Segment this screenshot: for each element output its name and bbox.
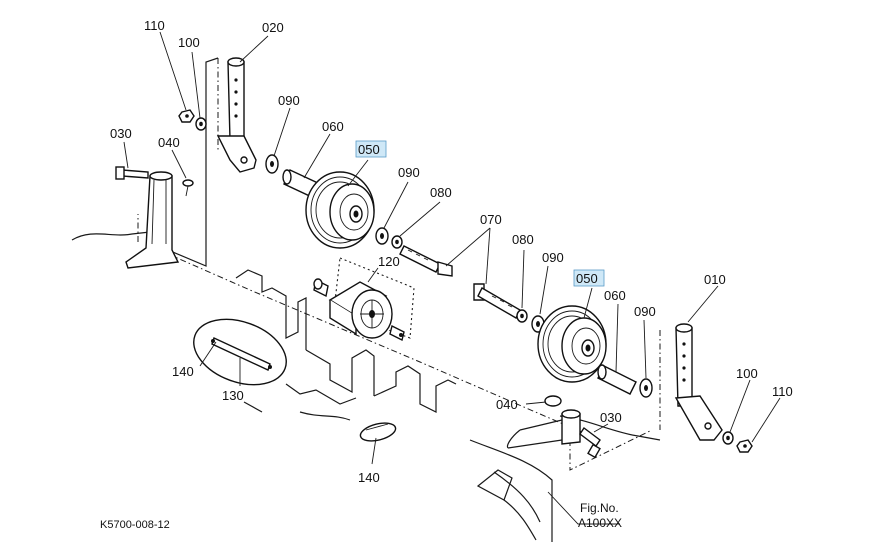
- left-pivot-bracket: [115, 166, 194, 269]
- callout-080-upper[interactable]: 080: [430, 185, 452, 200]
- callout-050-upper-highlight: [355, 140, 387, 158]
- callout-040-left[interactable]: 040: [158, 135, 180, 150]
- callout-120[interactable]: 120: [378, 254, 400, 269]
- callout-060-upper[interactable]: 060: [322, 119, 344, 134]
- callout-110-lower[interactable]: 110: [772, 384, 793, 399]
- callout-030-right[interactable]: 030: [600, 410, 622, 425]
- callout-050-lower[interactable]: 050: [576, 271, 598, 286]
- callout-090-lower-left[interactable]: 090: [542, 250, 564, 265]
- upper-fasteners: [178, 109, 207, 131]
- callout-050-upper[interactable]: 050: [358, 142, 380, 157]
- callout-040-right[interactable]: 040: [496, 397, 518, 412]
- callout-020[interactable]: 020: [262, 20, 284, 35]
- arm-010: [674, 323, 753, 453]
- callout-100-upper[interactable]: 100: [178, 35, 200, 50]
- callout-050-lower-highlight: [573, 269, 605, 287]
- callout-090-upper-right[interactable]: 090: [398, 165, 420, 180]
- callout-080-lower[interactable]: 080: [512, 232, 534, 247]
- roller-050-upper: [305, 171, 453, 277]
- arm-020: [216, 57, 321, 199]
- callout-140-left[interactable]: 140: [172, 364, 194, 379]
- callout-100-lower[interactable]: 100: [736, 366, 758, 381]
- roller-120: [313, 257, 415, 342]
- callout-090-upper-left[interactable]: 090: [278, 93, 300, 108]
- disk-130: [193, 318, 397, 442]
- frame-outline: [71, 57, 661, 542]
- callout-010[interactable]: 010: [704, 272, 726, 287]
- figure-number: A100XX: [578, 516, 622, 530]
- callout-140-bottom[interactable]: 140: [358, 470, 380, 485]
- callout-090-lower-right[interactable]: 090: [634, 304, 656, 319]
- callout-labels: 110 100 020 090 030 040 060 050 090 080 …: [110, 18, 793, 485]
- callout-070[interactable]: 070: [480, 212, 502, 227]
- callout-110-upper[interactable]: 110: [144, 18, 165, 33]
- figure-label: Fig.No.: [580, 501, 619, 515]
- right-pivot-bracket: [506, 395, 601, 459]
- callout-030-left[interactable]: 030: [110, 126, 132, 141]
- leader-lines: [123, 31, 781, 525]
- callout-130[interactable]: 130: [222, 388, 244, 403]
- centre-lines: [137, 58, 661, 471]
- callout-060-lower[interactable]: 060: [604, 288, 626, 303]
- drawing-code: K5700-008-12: [100, 519, 170, 531]
